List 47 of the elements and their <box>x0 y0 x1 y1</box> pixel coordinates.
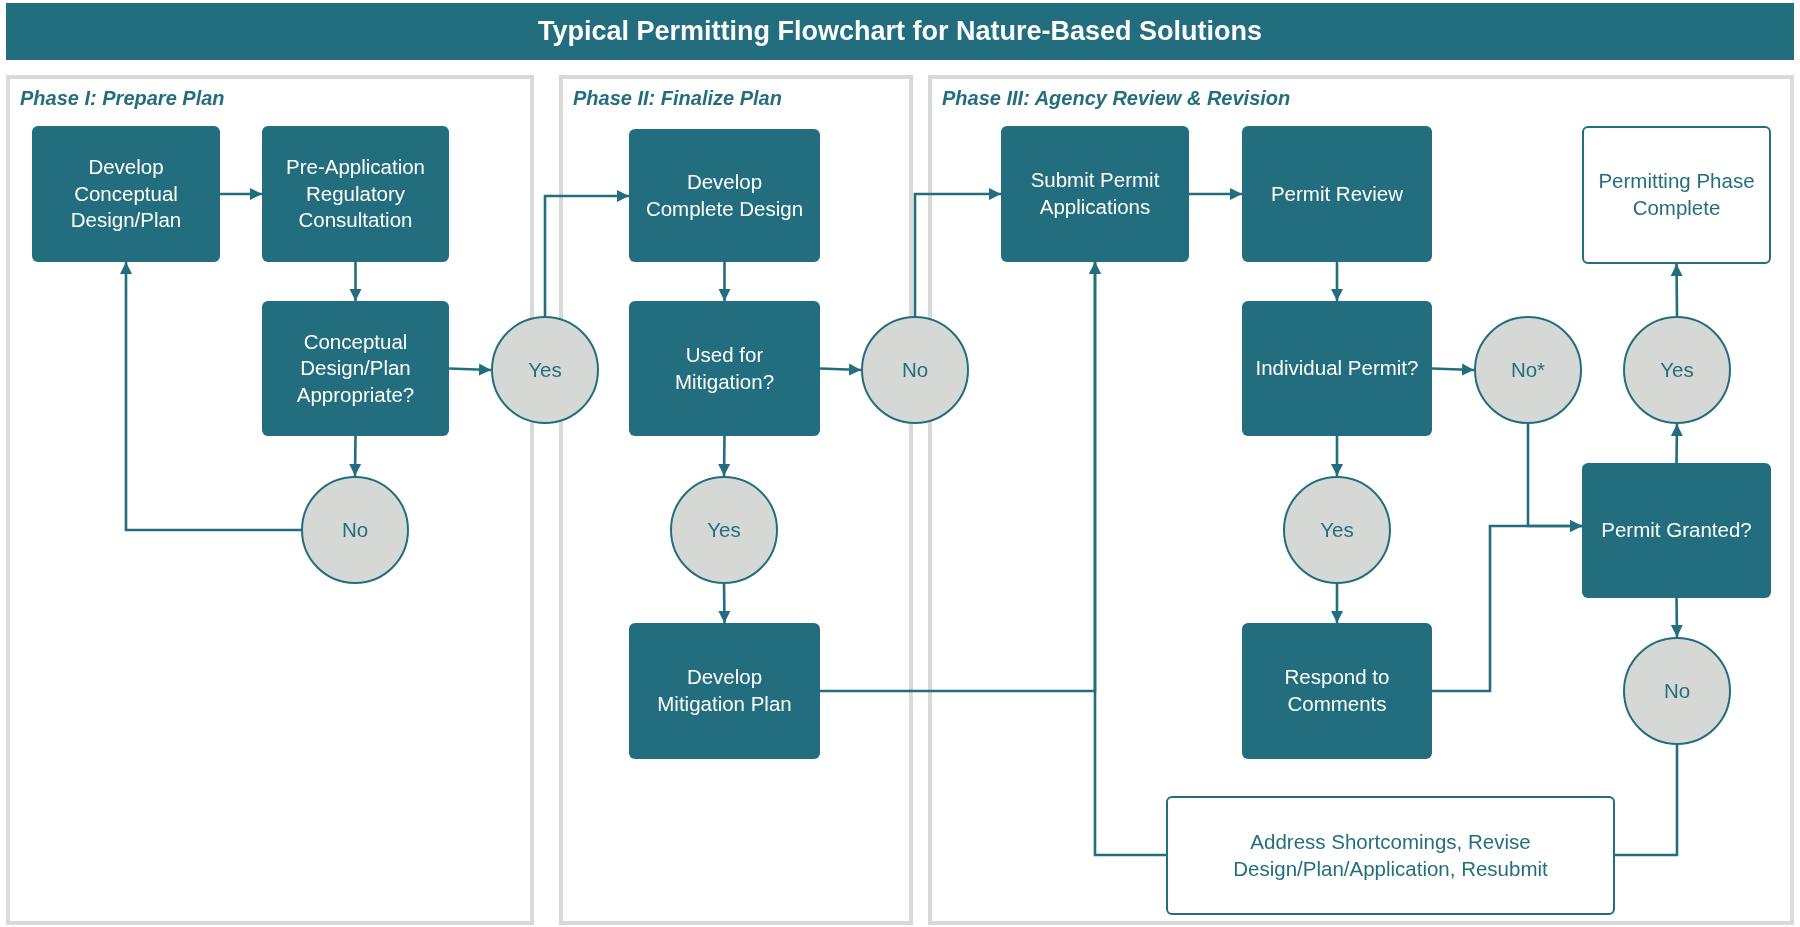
arrow <box>819 363 862 376</box>
arrow <box>349 262 362 301</box>
arrow <box>448 363 492 376</box>
answer-circle: Yes <box>491 316 599 424</box>
answer-circle: No* <box>1474 316 1582 424</box>
answer-circle: Yes <box>1623 316 1731 424</box>
arrow <box>1432 520 1582 693</box>
phase-heading: Phase III: Agency Review & Revision <box>942 87 1291 110</box>
answer-circle: No <box>301 476 409 584</box>
title-banner: Typical Permitting Flowchart for Nature-Based Solutions <box>6 3 1794 60</box>
arrow <box>543 190 629 316</box>
arrow <box>718 584 731 623</box>
phase-panel <box>928 75 1794 925</box>
arrow <box>1331 262 1343 301</box>
arrow <box>1331 584 1343 623</box>
answer-circle: Yes <box>1283 476 1391 584</box>
answer-circle: No <box>1623 637 1731 745</box>
process-box: Develop Conceptual Design/Plan <box>32 126 220 262</box>
arrow <box>349 436 362 476</box>
process-box: Respond to Comments <box>1242 623 1432 759</box>
process-box: Permit Review <box>1242 126 1432 262</box>
process-box: Conceptual Design/Plan Appropriate? <box>262 301 449 436</box>
process-box: Develop Mitigation Plan <box>629 623 820 759</box>
arrow <box>718 262 731 301</box>
phase-heading: Phase II: Finalize Plan <box>573 87 782 110</box>
answer-circle: No <box>861 316 969 424</box>
process-box: Individual Permit? <box>1242 301 1432 436</box>
phase-heading: Phase I: Prepare Plan <box>20 87 225 110</box>
arrow <box>913 188 1001 316</box>
answer-circle: Yes <box>670 476 778 584</box>
arrow <box>1670 424 1683 463</box>
arrow <box>1089 262 1166 857</box>
arrow <box>718 436 731 476</box>
arrow <box>220 188 262 200</box>
arrow <box>1670 598 1683 637</box>
arrow <box>120 262 301 532</box>
arrow <box>1431 363 1475 376</box>
arrow <box>1189 188 1242 200</box>
arrow <box>1670 264 1683 316</box>
process-box: Pre-Application Regulatory Consultation <box>262 126 449 262</box>
outline-box: Permitting Phase Complete <box>1582 126 1771 264</box>
process-box: Submit Permit Applications <box>1001 126 1189 262</box>
process-box: Used for Mitigation? <box>629 301 820 436</box>
process-box: Develop Complete Design <box>629 129 820 262</box>
arrow <box>1331 436 1343 476</box>
outline-box: Address Shortcomings, Revise Design/Plan/Application, Resubmit <box>1166 796 1615 915</box>
process-box: Permit Granted? <box>1582 463 1771 598</box>
